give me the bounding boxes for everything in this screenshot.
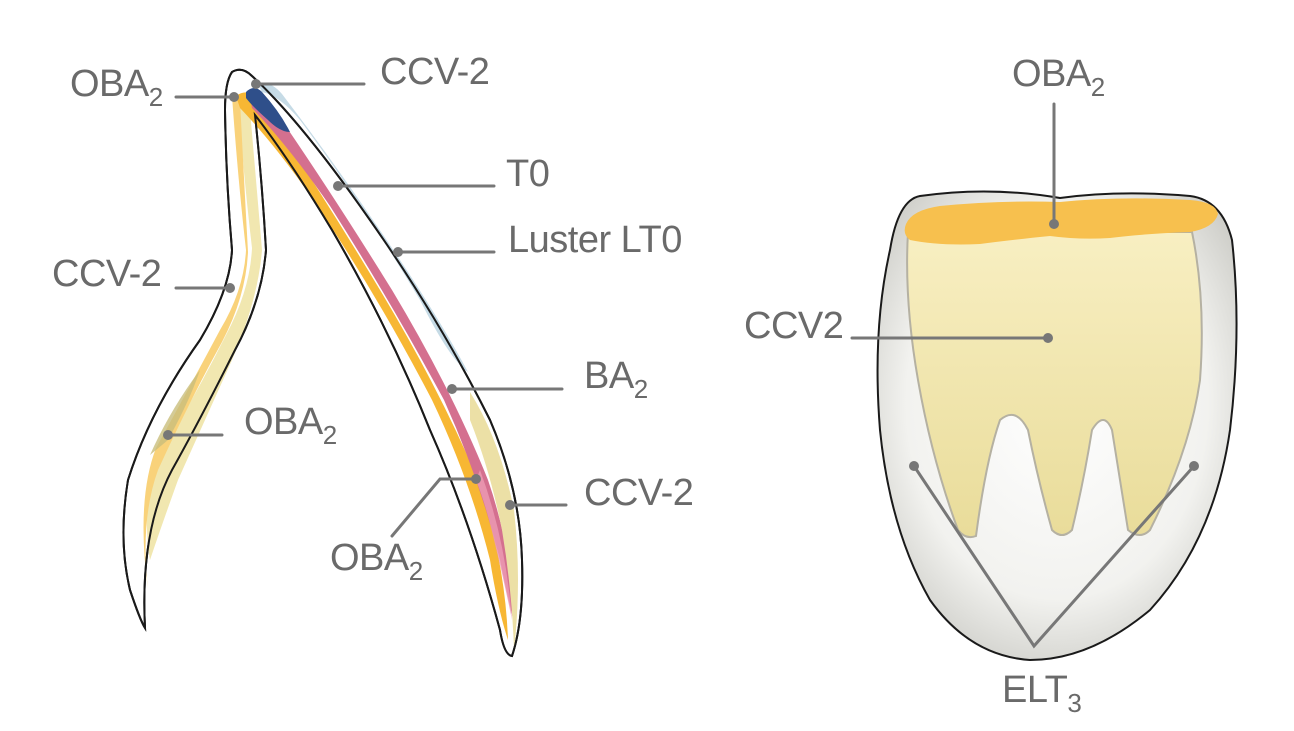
label-facial-ccv: CCV2 [744,305,843,347]
label-ccv-right: CCV-2 [584,472,693,514]
label-facial-elt: ELT3 [1002,669,1081,718]
lingual-dentin-layer [146,100,262,560]
incisal-translucent [246,88,290,132]
labial-ccv-layer [470,392,518,650]
incisal-oba-band [904,198,1218,245]
label-oba-left: OBA2 [244,401,337,450]
label-ccv-left: CCV-2 [52,253,161,295]
label-ccv-top: CCV-2 [380,51,489,93]
facial-view: OBA2 CCV2 ELT3 [744,53,1238,718]
label-facial-oba: OBA2 [1012,53,1105,102]
lingual-shadow [150,370,200,455]
luster-layer [258,83,468,372]
cross-section-view: OBA2 CCV-2 T0 Luster LT0 CCV-2 BA2 OBA2 … [52,51,694,658]
dentin-body [906,231,1203,539]
label-oba-bottom: OBA2 [330,537,423,586]
label-oba-top: OBA2 [70,63,163,112]
label-t0: T0 [506,153,549,195]
label-ba: BA2 [584,355,648,404]
lingual-oba-layer [143,96,248,590]
label-luster: Luster LT0 [508,219,682,261]
facial-view-leaders [850,102,1199,649]
cross-section-leaders [163,79,568,538]
labial-body-fade [476,470,512,620]
